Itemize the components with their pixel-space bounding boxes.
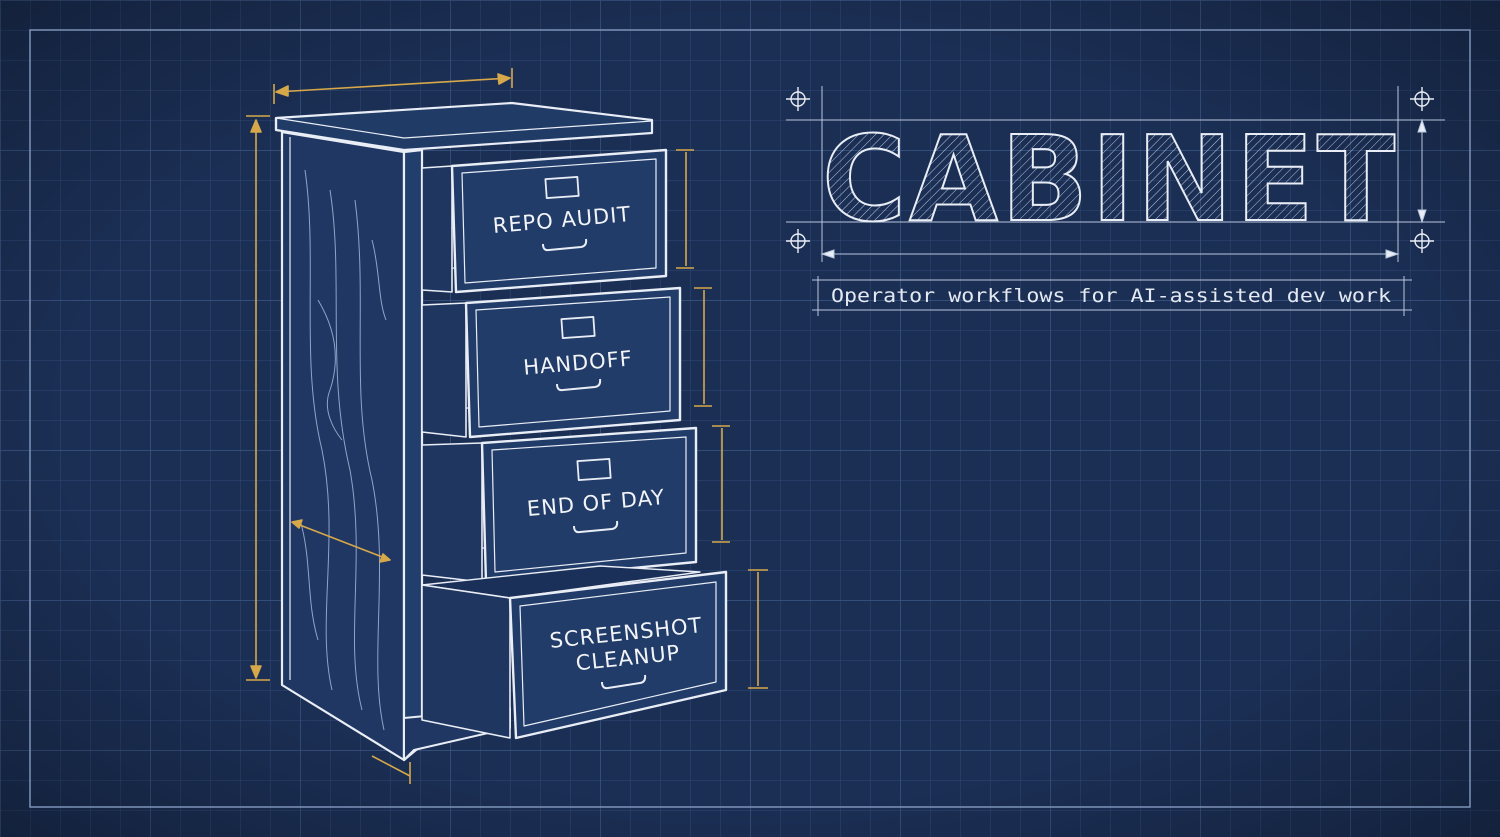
label-holder-2 [560,316,596,339]
drawer-front-4 [508,570,728,740]
title-block: CABINET Operator workflows for AI-assist… [786,86,1445,316]
label-holder-1 [544,176,580,199]
crosshair-marks [786,87,1434,253]
drawer-handle-3 [573,520,619,534]
construction-lines [786,86,1445,316]
drawer-front-2 [464,286,682,439]
page-subtitle: Operator workflows for AI-assisted dev w… [831,285,1392,307]
cabinet-side [280,130,406,762]
drawer-handle-2 [556,378,602,392]
drawer-handle-1 [542,238,588,252]
dimension-lines [246,68,768,784]
drawer-2 [421,286,682,439]
drawer-3 [421,426,698,584]
page-title: CABINET [822,110,1398,248]
wood-grain [299,169,387,731]
drawer-labels: REPO AUDIT HANDOFF END OF DAY SCREENSHOT… [492,202,704,675]
cabinet-drawing [246,68,768,784]
drawer-1 [421,148,668,294]
drawer-4 [421,565,728,740]
cabinet-front-frame [402,148,424,762]
drawer-handle-4 [601,674,647,690]
label-holder-3 [576,458,612,481]
drawer-front-1 [450,148,668,294]
border-frame [29,29,1471,808]
drawer-front-3 [480,426,698,584]
